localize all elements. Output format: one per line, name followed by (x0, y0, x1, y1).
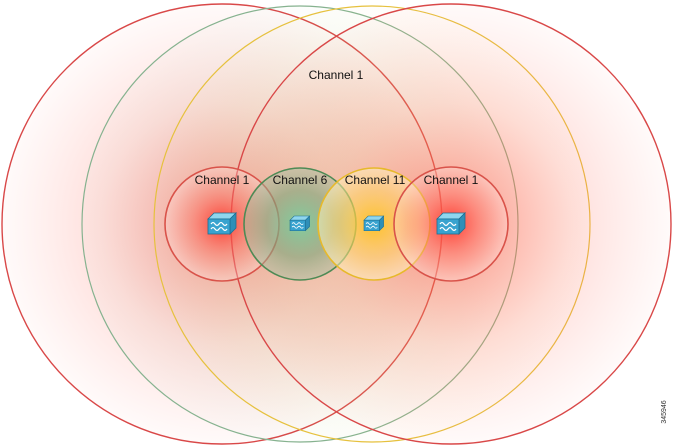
cell-label-channel-1-right: Channel 1 (424, 173, 479, 187)
access-point-icon (207, 212, 237, 235)
cell-label-channel-11: Channel 11 (345, 173, 406, 187)
top-channel-label: Channel 1 (309, 68, 364, 82)
access-point-icon (363, 215, 385, 232)
cell-label-channel-1-left: Channel 1 (195, 173, 250, 187)
figure-id: 345946 (661, 400, 668, 423)
access-point-icon (436, 212, 466, 235)
access-point-icon (289, 215, 311, 232)
cell-label-channel-6: Channel 6 (273, 173, 328, 187)
